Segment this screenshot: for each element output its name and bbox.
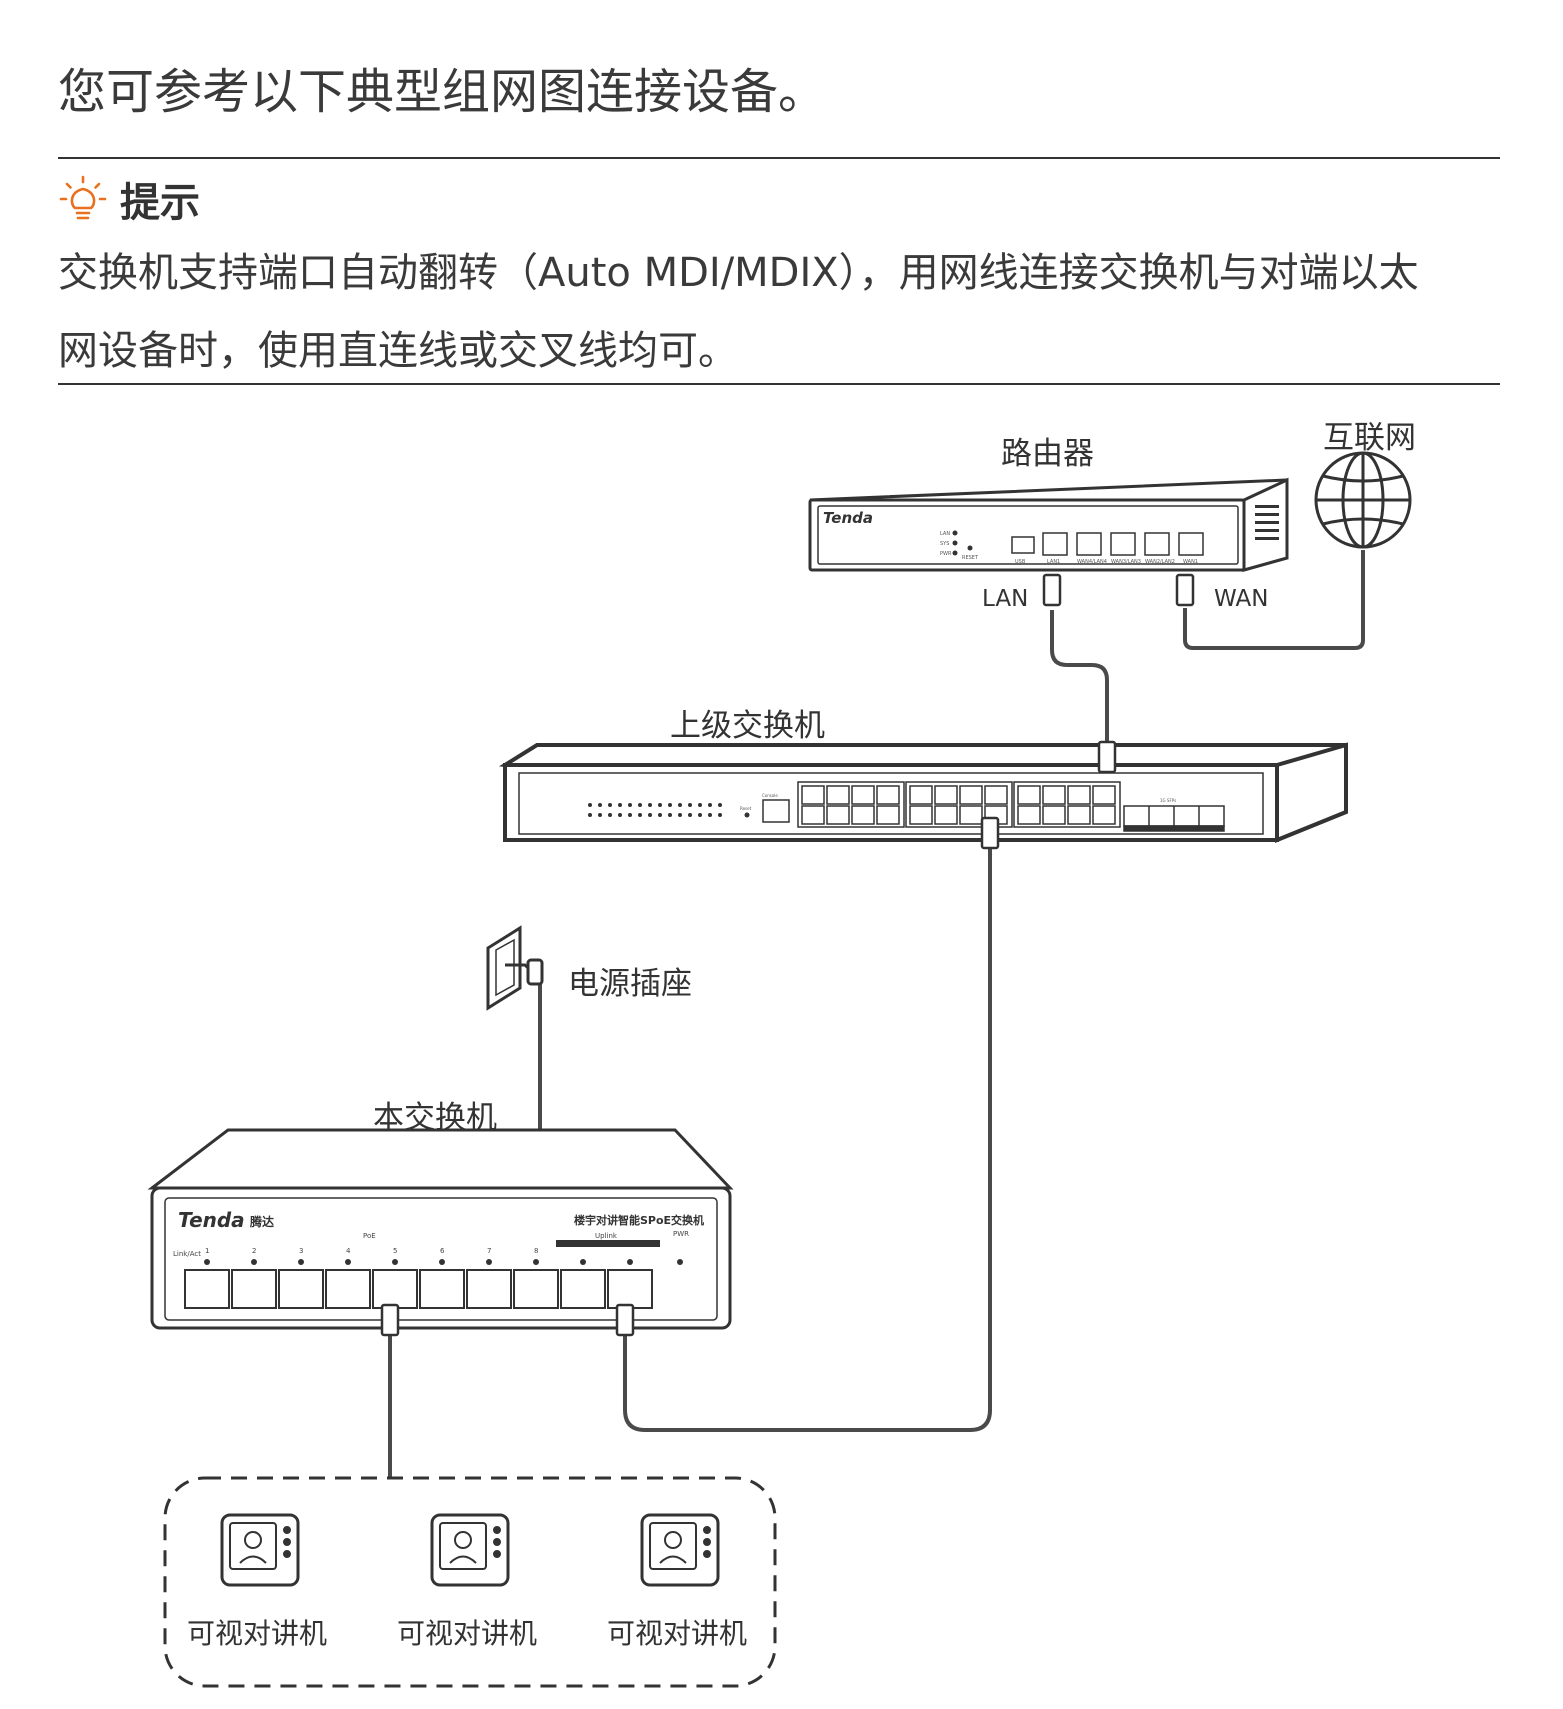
uplink-to-this-switch-cable [623, 845, 992, 1432]
tip-body: 交换机支持端口自动翻转（Auto MDI/MDIX），用网线连接交换机与对端以太… [58, 234, 1500, 390]
router-port-4: WAN2/LAN2 [1145, 559, 1175, 565]
bottom-divider [58, 383, 1500, 385]
port-num-10: 10 [626, 1247, 635, 1255]
router-lan-to-uplink-cable [1050, 610, 1109, 745]
uplink-switch-ports [797, 781, 1225, 832]
port-num-2: 2 [252, 1247, 256, 1255]
port-num-8: 8 [534, 1247, 538, 1255]
router-port-2: WAN4/LAN4 [1077, 559, 1107, 565]
router-port-wan1: WAN1 [1183, 559, 1198, 565]
this-switch-brand-cn: 腾达 [249, 1214, 274, 1229]
port-num-3: 3 [299, 1247, 303, 1255]
wan-label: WAN [1214, 586, 1269, 612]
uplink-label: Uplink [595, 1232, 618, 1240]
router [808, 477, 1289, 572]
this-switch-plugs [380, 1303, 635, 1337]
link-act-label: Link/Act [173, 1250, 201, 1258]
port-num-9: 9 [581, 1247, 585, 1255]
this-switch-ports [184, 1269, 653, 1309]
uplink-plugs [980, 740, 1117, 850]
uplink-switch-leds [588, 803, 750, 818]
router-led-pwr: PWR [940, 551, 952, 557]
router-port-lan1: LAN1 [1047, 559, 1060, 565]
lightbulb-icon [59, 175, 107, 220]
port-num-6: 6 [440, 1247, 445, 1255]
pwr-label: PWR [673, 1230, 689, 1238]
router-plugs [1042, 573, 1195, 607]
router-wan-to-internet-cable [1183, 550, 1365, 650]
poe-label: PoE [363, 1232, 376, 1240]
intro-text: 您可参考以下典型组网图连接设备。 [58, 64, 827, 120]
this-switch-leds [204, 1259, 683, 1265]
outlet-label: 电源插座 [568, 966, 692, 1002]
port-num-1: 1 [205, 1247, 209, 1255]
globe-icon [1314, 451, 1412, 549]
this-switch-label: 本交换机 [373, 1100, 497, 1136]
router-small-labels: LAN SYS PWR RESET USB LAN1 WAN4/LAN4 WAN… [940, 531, 1198, 565]
intercom-label-1: 可视对讲机 [187, 1617, 328, 1650]
tip-body-line-2: 网设备时，使用直连线或交叉线均可。 [58, 328, 738, 374]
router-brand: Tenda [823, 509, 873, 527]
intercom-label-3: 可视对讲机 [607, 1617, 748, 1650]
tip-header: 提示 [58, 170, 200, 228]
intercom-group-border [163, 1476, 777, 1688]
this-switch-model: 楼宇对讲智能SPoE交换机 [574, 1213, 704, 1227]
this-switch-uplink-bar [556, 1240, 660, 1247]
port-num-4: 4 [346, 1247, 351, 1255]
uplink-sfp-label: 1G SFPs [1160, 798, 1176, 803]
uplink-reset-label: Reset [740, 806, 752, 811]
tip-label: 提示 [120, 180, 200, 226]
top-divider [58, 157, 1500, 159]
uplink-console-label: Console [762, 793, 778, 798]
router-label: 路由器 [1001, 436, 1094, 472]
router-port-3: WAN3/LAN3 [1111, 559, 1141, 565]
lan-label: LAN [982, 586, 1029, 612]
port-num-7: 7 [487, 1247, 491, 1255]
router-port-usb: USB [1015, 559, 1026, 565]
video-intercom-icon [640, 1513, 720, 1587]
port-num-5: 5 [393, 1247, 397, 1255]
intercom-label-2: 可视对讲机 [397, 1617, 538, 1650]
router-led-lan: LAN [940, 531, 950, 537]
router-reset-label: RESET [962, 555, 979, 561]
cables [388, 550, 1365, 1478]
router-led-sys: SYS [940, 541, 949, 547]
internet-label: 互联网 [1323, 420, 1416, 456]
this-switch-brand: Tenda [178, 1208, 245, 1232]
video-intercom-icon [430, 1513, 510, 1587]
power-outlet-icon [486, 925, 544, 1011]
tip-body-line-1: 交换机支持端口自动翻转（Auto MDI/MDIX），用网线连接交换机与对端以太 [58, 250, 1419, 296]
video-intercom-icon [220, 1513, 300, 1587]
uplink-switch-label: 上级交换机 [670, 708, 825, 744]
